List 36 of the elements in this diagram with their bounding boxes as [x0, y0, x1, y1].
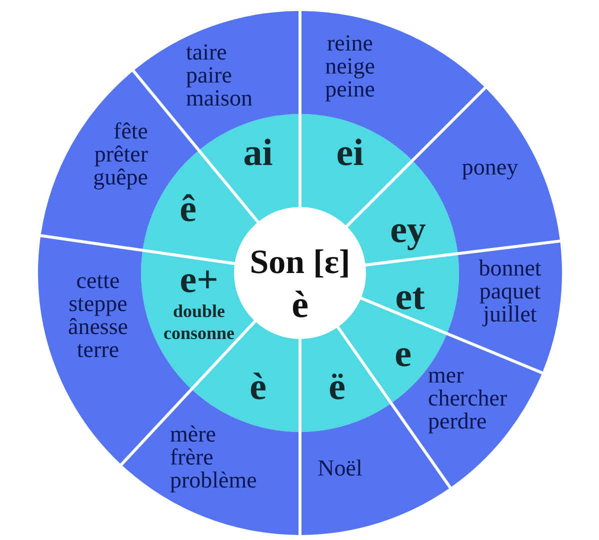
grapheme-label: ai	[243, 133, 273, 173]
example-word: ânesse	[68, 315, 128, 338]
grapheme-label: ê	[180, 189, 196, 229]
example-word: prêter	[94, 142, 148, 166]
example-word: juillet	[483, 302, 537, 326]
example-word: maison	[186, 86, 252, 110]
grapheme-label: ey	[390, 210, 426, 250]
example-word: poney	[462, 156, 518, 178]
example-word: bonnet	[478, 256, 542, 280]
grapheme-label: è	[250, 367, 266, 407]
example-word: mère	[170, 422, 216, 446]
example-word: chercher	[428, 386, 508, 410]
example-word: steppe	[68, 292, 128, 315]
example-word: Noël	[318, 456, 362, 480]
grapheme-note: double consonne	[164, 300, 234, 344]
grapheme-label: ë	[328, 367, 346, 407]
example-word: perdre	[428, 410, 487, 432]
example-word: taire	[186, 40, 227, 64]
example-word: guêpe	[93, 166, 148, 188]
example-word: frère	[170, 446, 214, 468]
example-word: fête	[114, 120, 148, 142]
grapheme-label: et	[395, 277, 425, 317]
grapheme-label: ei	[336, 133, 364, 173]
grapheme-label: è	[292, 283, 308, 327]
sound-title: Son [ɛ]	[250, 243, 350, 283]
example-word: neige	[325, 54, 375, 78]
example-word: paquet	[479, 280, 541, 302]
grapheme-label: e	[394, 334, 412, 374]
example-word: cette	[76, 269, 120, 292]
example-word: terre	[76, 338, 120, 361]
example-word: paire	[186, 64, 232, 86]
grapheme-label: e+	[180, 260, 218, 300]
example-word: problème	[170, 468, 257, 492]
example-word: peine	[325, 78, 375, 100]
example-word: mer	[428, 364, 464, 386]
example-word: reine	[327, 32, 373, 54]
